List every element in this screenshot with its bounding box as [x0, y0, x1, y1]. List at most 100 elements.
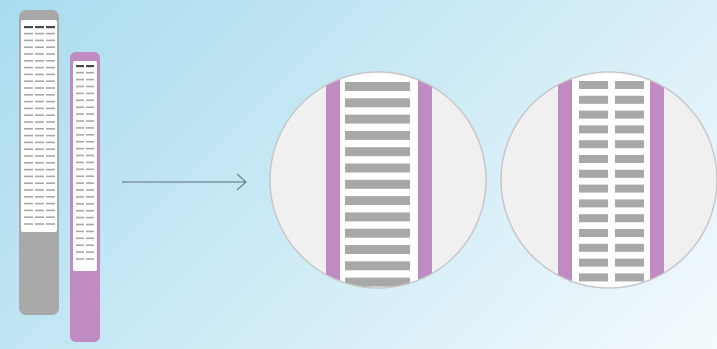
gray-strip-marker: [46, 74, 55, 76]
gray-strip-marker: [46, 196, 55, 198]
purple-strip-marker: [76, 182, 84, 184]
gray-strip-marker: [46, 169, 55, 171]
purple-strip-marker: [86, 182, 94, 184]
purple-strip-marker: [86, 127, 94, 129]
purple-strip-marker: [86, 231, 94, 233]
purple-strip-marker: [76, 251, 84, 253]
arrow-right-icon: [122, 174, 246, 190]
gray-strip-marker: [35, 121, 44, 123]
zoom-b-marker: [615, 81, 644, 89]
gray-strip-marker: [35, 108, 44, 110]
zoom-b-marker: [579, 259, 608, 267]
gray-strip-marker: [35, 46, 44, 48]
gray-strip-marker: [46, 26, 55, 28]
gray-strip-marker: [24, 223, 33, 225]
gray-strip-marker: [35, 148, 44, 150]
zoom-b-marker: [579, 229, 608, 237]
zoom-b-marker: [615, 111, 644, 119]
gray-strip-marker: [24, 216, 33, 218]
gray-strip-marker: [24, 74, 33, 76]
zoom-a-marker: [345, 131, 410, 140]
purple-strip: [70, 52, 100, 342]
purple-strip-marker: [86, 106, 94, 108]
purple-strip-marker: [76, 120, 84, 122]
purple-strip-marker: [76, 65, 84, 67]
purple-strip-marker: [86, 217, 94, 219]
purple-strip-marker: [86, 175, 94, 177]
purple-strip-marker: [86, 162, 94, 164]
gray-strip-marker: [46, 189, 55, 191]
gray-strip-marker: [35, 101, 44, 103]
gray-strip-marker: [35, 176, 44, 178]
zoom-b-marker: [615, 214, 644, 222]
gray-strip-marker: [46, 121, 55, 123]
zoom-b-marker: [615, 125, 644, 133]
zoom-b-purple-right: [650, 60, 664, 300]
gray-strip-marker: [35, 87, 44, 89]
zoom-b-marker: [615, 140, 644, 148]
zoom-b-marker: [615, 259, 644, 267]
gray-strip-marker: [46, 67, 55, 69]
purple-strip-marker: [86, 120, 94, 122]
gray-strip-marker: [35, 94, 44, 96]
gray-strip-marker: [24, 80, 33, 82]
zoom-a-purple-left: [326, 60, 340, 300]
purple-strip-marker: [86, 86, 94, 88]
purple-strip-marker: [86, 141, 94, 143]
gray-strip-marker: [24, 40, 33, 42]
zoom-b-marker: [615, 244, 644, 252]
gray-strip-marker: [46, 128, 55, 130]
gray-strip-marker: [46, 182, 55, 184]
purple-strip-marker: [76, 231, 84, 233]
gray-strip-marker: [35, 26, 44, 28]
zoom-a-marker: [345, 212, 410, 221]
gray-strip-marker: [46, 94, 55, 96]
purple-strip-marker: [86, 196, 94, 198]
zoom-a-marker: [345, 98, 410, 107]
purple-strip-marker: [76, 113, 84, 115]
purple-strip-marker: [76, 196, 84, 198]
purple-strip-marker: [76, 189, 84, 191]
gray-strip-marker: [35, 210, 44, 212]
gray-strip-marker: [24, 135, 33, 137]
gray-strip-marker: [46, 87, 55, 89]
purple-strip-marker: [86, 134, 94, 136]
zoom-b-marker: [579, 199, 608, 207]
zoom-a-marker: [345, 164, 410, 173]
gray-strip-marker: [24, 67, 33, 69]
zoom-a-purple-right: [418, 60, 432, 300]
gray-strip-marker: [46, 176, 55, 178]
gray-strip-marker: [24, 121, 33, 123]
zoom-b-marker: [579, 140, 608, 148]
zoom-a-marker: [345, 180, 410, 189]
purple-strip-marker: [86, 251, 94, 253]
purple-strip-marker: [76, 86, 84, 88]
purple-strip-marker: [86, 203, 94, 205]
gray-strip-marker: [24, 176, 33, 178]
purple-strip-marker: [86, 100, 94, 102]
gray-strip-marker: [24, 155, 33, 157]
purple-strip-marker: [86, 93, 94, 95]
gray-strip-marker: [46, 53, 55, 55]
purple-strip-marker: [86, 65, 94, 67]
gray-strip-marker: [24, 148, 33, 150]
gray-strip-marker: [46, 108, 55, 110]
gray-strip-marker: [35, 223, 44, 225]
zoom-a-marker: [345, 147, 410, 156]
zoom-b-marker: [579, 214, 608, 222]
gray-strip-marker: [24, 169, 33, 171]
gray-strip-marker: [24, 114, 33, 116]
zoom-b-marker: [615, 273, 644, 281]
gray-strip-window: [21, 20, 57, 232]
zoom-a-marker: [345, 229, 410, 238]
purple-strip-marker: [86, 224, 94, 226]
purple-strip-marker: [76, 238, 84, 240]
gray-strip-marker: [24, 94, 33, 96]
purple-strip-marker: [76, 106, 84, 108]
gray-strip-marker: [24, 189, 33, 191]
gray-strip-marker: [46, 46, 55, 48]
zoom-b-marker: [579, 96, 608, 104]
gray-strip-marker: [35, 80, 44, 82]
